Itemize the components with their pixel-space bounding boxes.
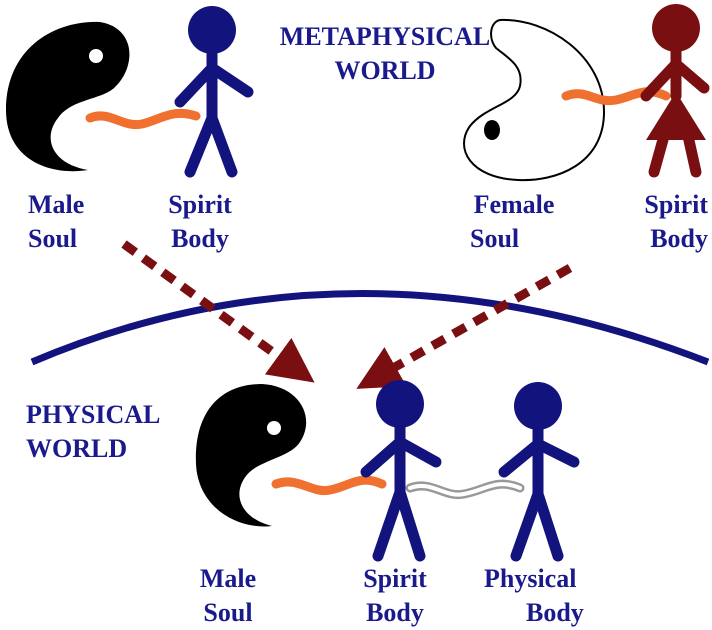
soul-cord-physical [271, 475, 387, 496]
spirit-body-figure-top [174, 6, 254, 178]
arrow-male-soul-down [121, 240, 315, 383]
label-spirit-body-top-left-line1: Spirit [168, 190, 232, 219]
label-male-soul-physical-line2: Soul [203, 598, 253, 627]
metaphysical-world-title: METAPHYSICAL WORLD [250, 20, 520, 88]
label-male-soul-top: Male Soul [28, 188, 84, 256]
physical-title-line2: WORLD [26, 434, 128, 463]
label-male-soul-physical-line1: Male [199, 564, 257, 593]
male-soul-yin-icon-physical [195, 384, 307, 527]
label-spirit-body-physical-line1: Spirit [363, 564, 427, 593]
label-spirit-body-top-right-line1: Spirit [644, 190, 708, 219]
female-spirit-body-figure-top [640, 4, 710, 178]
soul-cord-top-left [85, 108, 201, 130]
label-female-soul: Female Soul [448, 188, 580, 256]
label-spirit-body-top-left-line2: Body [171, 224, 229, 253]
label-male-soul-top-line1: Male [28, 190, 85, 219]
label-female-soul-line1: Female [473, 190, 555, 219]
female-soul-yang-icon [463, 18, 606, 182]
arrow-female-soul-down [356, 264, 573, 389]
physical-title-line1: PHYSICAL [26, 400, 161, 429]
metaphysical-title-line1: METAPHYSICAL [279, 22, 491, 51]
spirit-body-figure-physical [360, 380, 442, 562]
label-physical-body-line1: Physical [484, 564, 577, 593]
label-spirit-body-top-right: Spirit Body [600, 188, 708, 256]
label-physical-body-line2: Body [526, 598, 584, 627]
physical-body-figure [498, 382, 580, 562]
label-female-soul-line2: Soul [470, 224, 520, 253]
label-male-soul-physical: Male Soul [178, 562, 278, 630]
metaphysical-title-line2: WORLD [334, 56, 436, 85]
label-spirit-body-top-right-line2: Body [650, 224, 708, 253]
label-spirit-body-physical: Spirit Body [340, 562, 450, 630]
label-spirit-body-top-left: Spirit Body [140, 188, 260, 256]
label-spirit-body-physical-line2: Body [366, 598, 424, 627]
world-divider-curve [30, 290, 710, 366]
label-male-soul-top-line2: Soul [28, 224, 78, 253]
label-physical-body: Physical Body [484, 562, 624, 630]
male-soul-yin-icon [6, 21, 130, 172]
physical-world-title: PHYSICAL WORLD [26, 398, 160, 466]
